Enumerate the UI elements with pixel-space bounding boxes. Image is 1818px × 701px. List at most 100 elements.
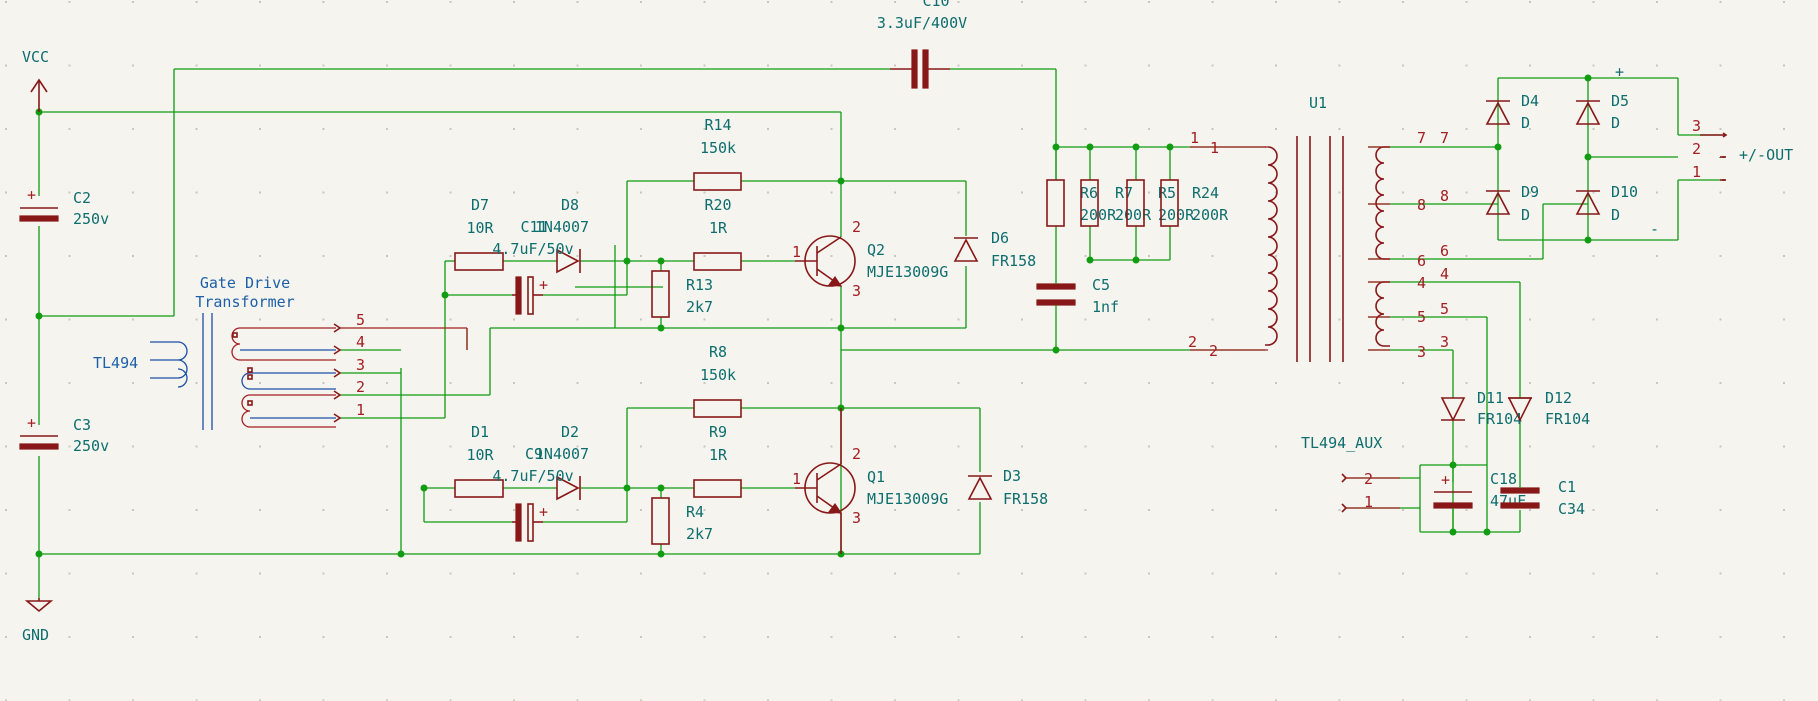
capacitor-c11[interactable]: + C11 4.7uF/50v <box>492 218 574 315</box>
svg-text:+: + <box>27 186 36 204</box>
aux-pin-1: 1 <box>1364 493 1373 511</box>
c9-ref: C9 <box>525 445 543 463</box>
d3-value: FR158 <box>1003 490 1048 508</box>
diode-d3[interactable]: D3 FR158 <box>967 467 1048 508</box>
diode-d9[interactable]: D9 D <box>1485 183 1539 224</box>
resistor-r20[interactable]: R20 1R <box>693 196 742 271</box>
svg-text:+: + <box>1441 471 1450 489</box>
c2-ref: C2 <box>73 189 91 207</box>
resistor-r13[interactable]: R13 2k7 <box>651 270 713 318</box>
r9-value: 1R <box>709 446 728 464</box>
gate-drive-transformer[interactable]: Gate Drive Transformer TL494 5 4 3 2 1 <box>93 274 468 430</box>
capacitor-c5[interactable]: C5 1nf <box>1036 276 1119 316</box>
c3-ref: C3 <box>73 416 91 434</box>
output-connector[interactable]: 3 2 1 +/-OUT <box>1692 117 1793 181</box>
d6-value: FR158 <box>991 252 1036 270</box>
d8-ref: D8 <box>561 196 579 214</box>
transistor-q1[interactable]: 1 2 3 Q1 MJE13009G <box>792 408 948 554</box>
r8-value: 150k <box>700 366 736 384</box>
d7-value: 10R <box>466 219 494 237</box>
d8-value: 1N4007 <box>535 218 589 236</box>
u1-pin-7-outer: 7 <box>1417 129 1426 147</box>
u1-pin-3-inner: 3 <box>1440 333 1449 351</box>
capacitor-c10[interactable]: C10 3.3uF/400V <box>877 0 967 89</box>
resistor-r5[interactable]: R5 200R <box>1126 179 1195 227</box>
out-pin-3: 3 <box>1692 117 1701 135</box>
q2-ref: Q2 <box>867 241 885 259</box>
u1-pin-4-inner: 4 <box>1440 265 1449 283</box>
diode-d11[interactable]: D11 FR104 <box>1440 389 1522 428</box>
d11-ref: D11 <box>1477 389 1504 407</box>
gate-pin-1: 1 <box>356 401 365 419</box>
svg-text:+: + <box>539 276 548 294</box>
transformer-u1[interactable]: U1 1 1 2 2 7 7 8 8 6 6 4 4 5 5 3 3 <box>1188 94 1449 362</box>
u1-ref: U1 <box>1309 94 1327 112</box>
aux-connector[interactable]: TL494_AUX 2 1 <box>1301 434 1400 513</box>
resistor-d1[interactable]: D1 10R <box>454 423 504 498</box>
d12-ref: D12 <box>1545 389 1572 407</box>
d7-ref: D7 <box>471 196 489 214</box>
r4-value: 2k7 <box>686 525 713 543</box>
diode-d8[interactable]: D8 1N4007 <box>535 196 589 274</box>
u1-pin-8-outer: 8 <box>1417 196 1426 214</box>
gnd-label: GND <box>22 626 49 644</box>
c9-value: 4.7uF/50v <box>492 467 573 485</box>
u1-pin-6-inner: 6 <box>1440 242 1449 260</box>
gate-pin-3: 3 <box>356 356 365 374</box>
d12-value: FR104 <box>1545 410 1590 428</box>
tl494-aux-label: TL494_AUX <box>1301 434 1382 452</box>
d5-ref: D5 <box>1611 92 1629 110</box>
d10-value: D <box>1611 206 1620 224</box>
out-label: +/-OUT <box>1739 146 1793 164</box>
resistor-r24[interactable]: R24 200R <box>1160 179 1229 227</box>
r24-value: 200R <box>1192 206 1229 224</box>
c3-value: 250v <box>73 437 109 455</box>
capacitor-c1[interactable]: C1 C34 <box>1500 464 1585 518</box>
diode-d5[interactable]: D5 D <box>1575 92 1629 132</box>
transistor-q2[interactable]: 1 2 3 Q2 MJE13009G <box>792 218 948 300</box>
r5-ref: R5 <box>1158 184 1176 202</box>
out-pin-1: 1 <box>1692 163 1701 181</box>
d2-ref: D2 <box>561 423 579 441</box>
r20-ref: R20 <box>704 196 731 214</box>
vcc-symbol: VCC <box>22 48 49 112</box>
r7-ref: R7 <box>1115 184 1133 202</box>
diode-d10[interactable]: D10 D <box>1575 183 1638 224</box>
u1-pin-6-outer: 6 <box>1417 252 1426 270</box>
q2-pin-3: 3 <box>852 282 861 300</box>
r14-ref: R14 <box>704 116 731 134</box>
q2-pin-2: 2 <box>852 218 861 236</box>
d10-ref: D10 <box>1611 183 1638 201</box>
c10-ref: C10 <box>922 0 949 10</box>
d4-value: D <box>1521 114 1530 132</box>
resistor-d7[interactable]: D7 10R <box>454 196 504 271</box>
u1-pin-7-inner: 7 <box>1440 129 1449 147</box>
diode-d6[interactable]: D6 FR158 <box>953 229 1036 270</box>
capacitor-c2[interactable]: + C2 250v <box>19 186 109 228</box>
vcc-label: VCC <box>22 48 49 66</box>
diode-d2[interactable]: D2 1N4007 <box>535 423 589 501</box>
resistor-r14[interactable]: R14 150k <box>693 116 742 191</box>
resistor-r7[interactable]: R7 200R <box>1080 179 1152 227</box>
u1-pin-1-outer: 1 <box>1190 129 1199 147</box>
gate-pin-5: 5 <box>356 311 365 329</box>
c18-ref: C18 <box>1490 470 1517 488</box>
aux-pin-2: 2 <box>1364 470 1373 488</box>
capacitor-c9[interactable]: + C9 4.7uF/50v <box>492 445 574 542</box>
resistor-r8[interactable]: R8 150k <box>693 343 742 418</box>
capacitor-c3[interactable]: + C3 250v <box>19 414 109 455</box>
diode-d4[interactable]: D4 D <box>1485 92 1539 132</box>
q2-value: MJE13009G <box>867 263 948 281</box>
gate-drive-label-2: Transformer <box>195 293 294 311</box>
d9-ref: D9 <box>1521 183 1539 201</box>
q1-pin-1: 1 <box>792 470 801 488</box>
r4-ref: R4 <box>686 503 704 521</box>
diode-d12[interactable]: D12 FR104 <box>1507 389 1590 428</box>
d1-ref: D1 <box>471 423 489 441</box>
u1-pin-5-outer: 5 <box>1417 308 1426 326</box>
resistor-r4[interactable]: R4 2k7 <box>651 497 713 545</box>
u1-pin-4-outer: 4 <box>1417 274 1426 292</box>
c2-value: 250v <box>73 210 109 228</box>
resistor-r9[interactable]: R9 1R <box>693 423 742 498</box>
